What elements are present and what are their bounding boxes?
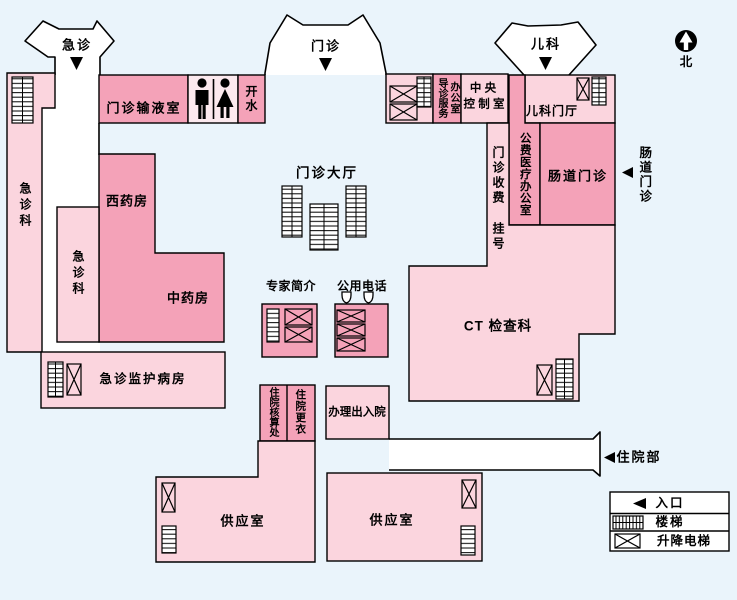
male-toilet-icon bbox=[195, 78, 209, 119]
intestinal-clinic-label: 肠道门诊 bbox=[547, 168, 609, 184]
public-phone-label: 公用电话 bbox=[336, 279, 388, 293]
pediatrics-hall-label: 儿科门厅 bbox=[525, 104, 579, 118]
emergency-dept-inner-label: 急诊科 bbox=[71, 250, 85, 298]
legend-entrance-arrow-icon bbox=[633, 498, 646, 509]
emergency-icu-label: 急诊监护病房 bbox=[99, 371, 187, 386]
elevator-icon bbox=[336, 309, 366, 323]
outpatient-entrance-funnel bbox=[264, 14, 387, 75]
stairs-icon bbox=[161, 525, 177, 554]
elevator-icon bbox=[576, 77, 590, 101]
legend-entrance-label: 入口 bbox=[655, 495, 685, 510]
elevator-icon bbox=[389, 85, 418, 103]
chinese-pharmacy-label: 中药房 bbox=[166, 290, 210, 306]
legend bbox=[609, 491, 730, 552]
outpatient-hall-label: 门诊大厅 bbox=[296, 165, 358, 181]
outpatient-fee-label: 门诊收费 bbox=[491, 146, 505, 206]
room-emergency-dept-left bbox=[6, 72, 56, 353]
inpatient-corridor bbox=[389, 431, 601, 477]
room-pharmacy-block bbox=[98, 153, 225, 343]
western-pharmacy-label: 西药房 bbox=[105, 193, 149, 209]
stairs-icon bbox=[345, 185, 367, 238]
stairs-icon bbox=[281, 185, 303, 238]
elevator-icon bbox=[536, 364, 553, 396]
room-intestinal-clinic bbox=[539, 122, 616, 226]
north-label: 北 bbox=[679, 54, 693, 69]
elevator-icon bbox=[336, 323, 366, 337]
entrance-pediatrics-label: 儿科 bbox=[530, 36, 562, 52]
central-control-label-line2: 控 制 室 bbox=[463, 98, 505, 111]
entrance-emergency-label: 急诊 bbox=[61, 37, 93, 53]
legend-elevator-icon bbox=[614, 533, 641, 549]
guide-service-office-label: 办公室 bbox=[448, 81, 459, 115]
phone-booth-icon bbox=[363, 291, 374, 304]
elevator-icon bbox=[66, 363, 82, 396]
emergency-entrance-arrow-icon bbox=[70, 57, 83, 70]
stairs-icon bbox=[416, 76, 432, 108]
room-hot-water bbox=[237, 74, 266, 124]
supply-room-1-label: 供应室 bbox=[220, 513, 266, 529]
inpatient-entrance-arrow-icon bbox=[604, 452, 615, 463]
room-admission-discharge bbox=[325, 385, 390, 440]
registration-label: 挂号 bbox=[491, 222, 505, 252]
room-emergency-dept-inner bbox=[56, 206, 100, 343]
entrance-outpatient-label: 门诊 bbox=[310, 38, 342, 54]
central-control-label-line1: 中 央 bbox=[469, 82, 497, 95]
ct-exam-label: CT 检查科 bbox=[463, 318, 533, 334]
north-compass-icon bbox=[675, 30, 697, 52]
room-central-control bbox=[460, 73, 509, 124]
pediatrics-entrance-funnel bbox=[494, 21, 597, 76]
guide-service-label: 导诊服务 bbox=[436, 78, 447, 118]
inpatient-changing-label: 住院更衣 bbox=[294, 389, 307, 435]
hot-water-label: 开水 bbox=[244, 85, 258, 113]
room-outpatient-infusion bbox=[98, 74, 189, 124]
stairs-icon bbox=[460, 525, 476, 556]
stairs-icon bbox=[591, 76, 607, 106]
admission-discharge-label: 办理出入院 bbox=[328, 406, 386, 419]
intestinal-side-label: 肠道门诊 bbox=[637, 146, 652, 204]
female-toilet-icon bbox=[216, 78, 234, 118]
emergency-entrance-funnel bbox=[24, 20, 115, 75]
room-ct-exam bbox=[408, 122, 616, 402]
pediatrics-entrance-arrow-icon bbox=[539, 57, 552, 70]
stairs-icon bbox=[47, 361, 64, 398]
elevator-icon bbox=[461, 479, 477, 509]
legend-stairs-label: 楼梯 bbox=[655, 514, 685, 529]
expert-intro-label: 专家简介 bbox=[265, 279, 317, 293]
inpatient-accounting-label: 住院核算处 bbox=[267, 387, 278, 437]
legend-stairs-icon bbox=[612, 515, 644, 530]
stairs-icon bbox=[555, 358, 574, 400]
elevator-icon bbox=[389, 103, 418, 121]
emergency-dept-left-label: 急诊科 bbox=[18, 182, 32, 230]
stairs-icon bbox=[11, 76, 34, 124]
public-medical-office-label: 公费医疗办公室 bbox=[518, 132, 531, 216]
elevator-icon bbox=[284, 308, 313, 326]
stairs-icon bbox=[309, 203, 339, 251]
room-emergency-icu bbox=[40, 351, 226, 409]
legend-elevator-label: 升降电梯 bbox=[656, 533, 712, 548]
intestinal-entrance-arrow-icon bbox=[622, 167, 633, 178]
phone-booth-icon bbox=[341, 291, 352, 304]
stairs-icon bbox=[266, 308, 280, 343]
elevator-icon bbox=[284, 326, 313, 343]
room-supply-1 bbox=[155, 440, 316, 563]
outpatient-entrance-arrow-icon bbox=[319, 58, 332, 71]
elevator-icon bbox=[336, 337, 366, 352]
elevator-icon bbox=[161, 482, 176, 513]
inpatient-dept-label: 住院部 bbox=[616, 449, 662, 465]
room-supply-2 bbox=[326, 472, 483, 562]
outpatient-infusion-label: 门诊输液室 bbox=[106, 100, 182, 116]
supply-room-2-label: 供应室 bbox=[369, 512, 415, 528]
